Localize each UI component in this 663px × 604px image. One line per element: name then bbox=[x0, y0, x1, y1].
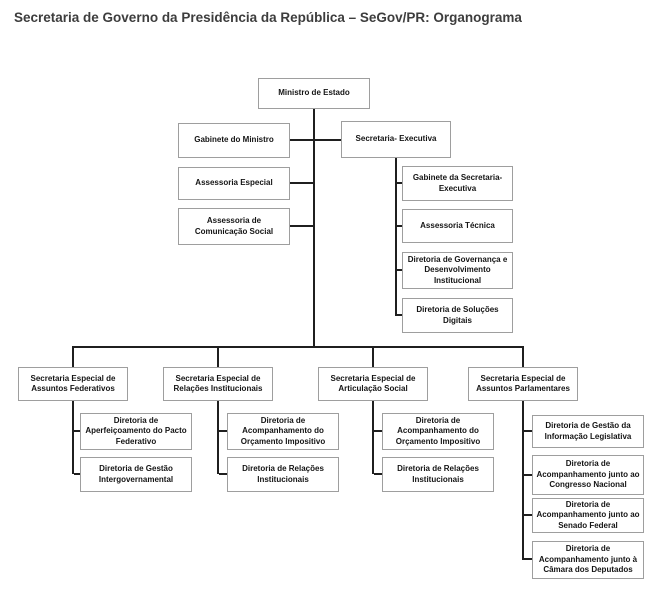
org-node-diretoria-solucoes-digitais: Diretoria de Soluções Digitais bbox=[402, 298, 513, 333]
connector-relacoes-vertical bbox=[217, 401, 219, 474]
connector-drop-articulacao bbox=[372, 346, 374, 367]
org-node-diretoria-relacoes-institucionais-sri: Diretoria de Relações Institucionais bbox=[227, 457, 339, 492]
connector-gabinete-se bbox=[397, 182, 402, 184]
org-node-diretoria-camara-deputados: Diretoria de Acompanhamento junto à Câma… bbox=[532, 541, 644, 579]
org-node-diretoria-gestao-intergovernamental: Diretoria de Gestão Intergovernamental bbox=[80, 457, 192, 492]
org-node-ministro-de-estado: Ministro de Estado bbox=[258, 78, 370, 109]
org-node-diretoria-orcamento-impositivo-sri: Diretoria de Acompanhamento do Orçamento… bbox=[227, 413, 339, 450]
connector-federativos-vertical bbox=[72, 401, 74, 474]
connector-articulacao-child2 bbox=[374, 473, 382, 475]
connector-parlamentares-child2 bbox=[524, 474, 532, 476]
connector-relacoes-child1 bbox=[219, 430, 227, 432]
org-node-diretoria-pacto-federativo: Diretoria de Aperfeiçoamento do Pacto Fe… bbox=[80, 413, 192, 450]
connector-federativos-child1 bbox=[74, 430, 80, 432]
org-node-gabinete-secretaria-executiva: Gabinete da Secretaria-Executiva bbox=[402, 166, 513, 201]
connector-relacoes-child2 bbox=[219, 473, 227, 475]
connector-drop-relacoes bbox=[217, 346, 219, 367]
connector-assessoria-tecnica bbox=[397, 225, 402, 227]
connector-articulacao-vertical bbox=[372, 401, 374, 474]
connector-assessoria-especial bbox=[290, 182, 313, 184]
org-node-diretoria-informacao-legislativa: Diretoria de Gestão da Informação Legisl… bbox=[532, 415, 644, 448]
connector-articulacao-child1 bbox=[374, 430, 382, 432]
connector-diretoria-solucoes bbox=[397, 314, 402, 316]
org-node-diretoria-governanca: Diretoria de Governança e Desenvolviment… bbox=[402, 252, 513, 289]
connector-federativos-child2 bbox=[74, 473, 80, 475]
org-node-assessoria-comunicacao-social: Assessoria de Comunicação Social bbox=[178, 208, 290, 245]
connector-drop-federativos bbox=[72, 346, 74, 367]
connector-bus-horizontal bbox=[72, 346, 524, 348]
org-node-diretoria-orcamento-impositivo-sas: Diretoria de Acompanhamento do Orçamento… bbox=[382, 413, 494, 450]
connector-trunk bbox=[313, 109, 315, 348]
connector-parlamentares-child1 bbox=[524, 430, 532, 432]
connector-parlamentares-child4 bbox=[524, 558, 532, 560]
org-node-secretaria-assuntos-parlamentares: Secretaria Especial de Assuntos Parlamen… bbox=[468, 367, 578, 401]
org-node-secretaria-assuntos-federativos: Secretaria Especial de Assuntos Federati… bbox=[18, 367, 128, 401]
org-node-secretaria-executiva: Secretaria- Executiva bbox=[341, 121, 451, 158]
connector-parlamentares-vertical bbox=[522, 401, 524, 560]
connector-secretaria-executiva bbox=[315, 139, 341, 141]
org-node-secretaria-relacoes-institucionais: Secretaria Especial de Relações Instituc… bbox=[163, 367, 273, 401]
connector-diretoria-governanca bbox=[397, 269, 402, 271]
org-node-assessoria-especial: Assessoria Especial bbox=[178, 167, 290, 200]
connector-gabinete-ministro bbox=[290, 139, 313, 141]
connector-parlamentares-child3 bbox=[524, 514, 532, 516]
org-node-secretaria-articulacao-social: Secretaria Especial de Articulação Socia… bbox=[318, 367, 428, 401]
connector-drop-parlamentares bbox=[522, 346, 524, 367]
org-node-gabinete-do-ministro: Gabinete do Ministro bbox=[178, 123, 290, 158]
page-title: Secretaria de Governo da Presidência da … bbox=[14, 10, 522, 25]
org-node-diretoria-congresso-nacional: Diretoria de Acompanhamento junto ao Con… bbox=[532, 455, 644, 495]
org-node-diretoria-relacoes-institucionais-sas: Diretoria de Relações Institucionais bbox=[382, 457, 494, 492]
connector-assessoria-comunicacao bbox=[290, 225, 313, 227]
org-node-diretoria-senado-federal: Diretoria de Acompanhamento junto ao Sen… bbox=[532, 498, 644, 533]
connector-executiva-vertical bbox=[395, 158, 397, 316]
org-node-assessoria-tecnica: Assessoria Técnica bbox=[402, 209, 513, 243]
